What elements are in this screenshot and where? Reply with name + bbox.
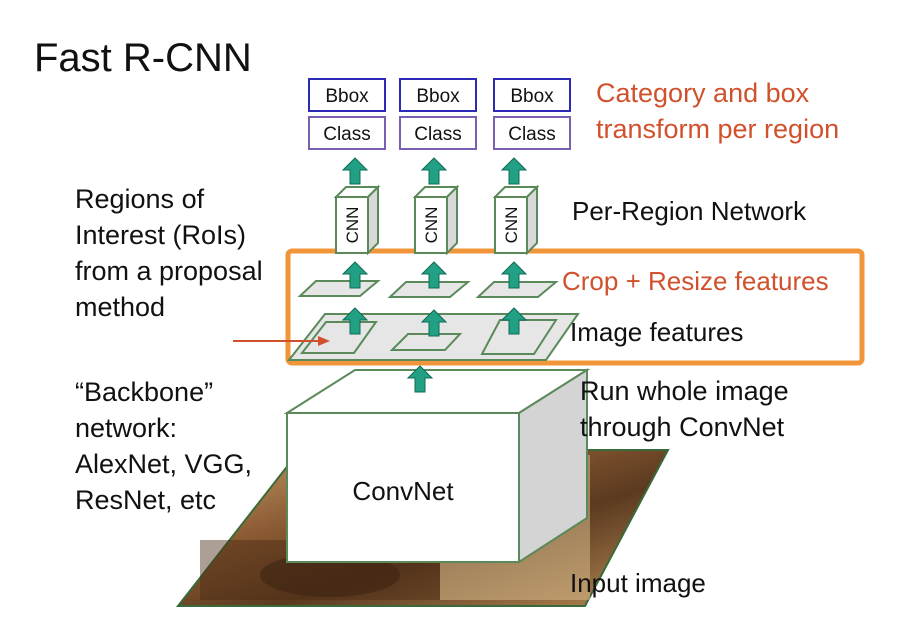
bbox-label-1: Bbox [325,86,369,107]
run-whole-line: through ConvNet [580,412,785,442]
backbone-line: ResNet, etc [75,485,217,515]
class-label-2: Class [414,124,462,145]
roi-pointer-arrow [233,336,330,346]
crop-resize-label: Crop + Resize features [562,266,829,296]
page-title: Fast R-CNN [34,36,252,80]
cropped-features [297,280,559,298]
arrow-up-icon [342,157,368,185]
cnn-label-2: CNN [422,207,441,244]
highlight-box [285,248,865,366]
backbone-line: “Backbone” [75,377,214,407]
arrow-up-icon [421,157,447,185]
rois-line: from a proposal [75,256,263,286]
cnn-label-3: CNN [502,207,521,244]
class-label-3: Class [508,124,556,145]
arrow-up-icon [501,157,527,185]
rois-label: Regions of Interest (RoIs) from a propos… [75,181,263,325]
run-whole-line: Run whole image [580,376,789,406]
backbone-label: “Backbone” network: AlexNet, VGG, ResNet… [75,374,252,518]
rois-line: Interest (RoIs) [75,220,247,250]
cnn-label-1: CNN [343,207,362,244]
backbone-line: network: [75,413,178,443]
head-boxes: Bbox Bbox Bbox Class Class Class [308,78,571,150]
rois-line: Regions of [75,184,205,214]
image-features-label: Image features [570,317,744,347]
bbox-label-2: Bbox [416,86,460,107]
category-line: transform per region [596,114,840,144]
rois-line: method [75,292,166,322]
per-region-label: Per-Region Network [572,196,807,226]
bbox-label-3: Bbox [510,86,554,107]
backbone-line: AlexNet, VGG, [75,449,253,479]
input-image-label: Input image [570,568,706,598]
convnet-block [283,368,591,564]
class-label-1: Class [323,124,371,145]
category-line: Category and box [596,78,810,108]
per-region-cnn-blocks [333,184,540,256]
run-whole-label: Run whole image through ConvNet [580,373,789,445]
category-label: Category and box transform per region [596,75,839,147]
convnet-label: ConvNet [352,476,454,506]
